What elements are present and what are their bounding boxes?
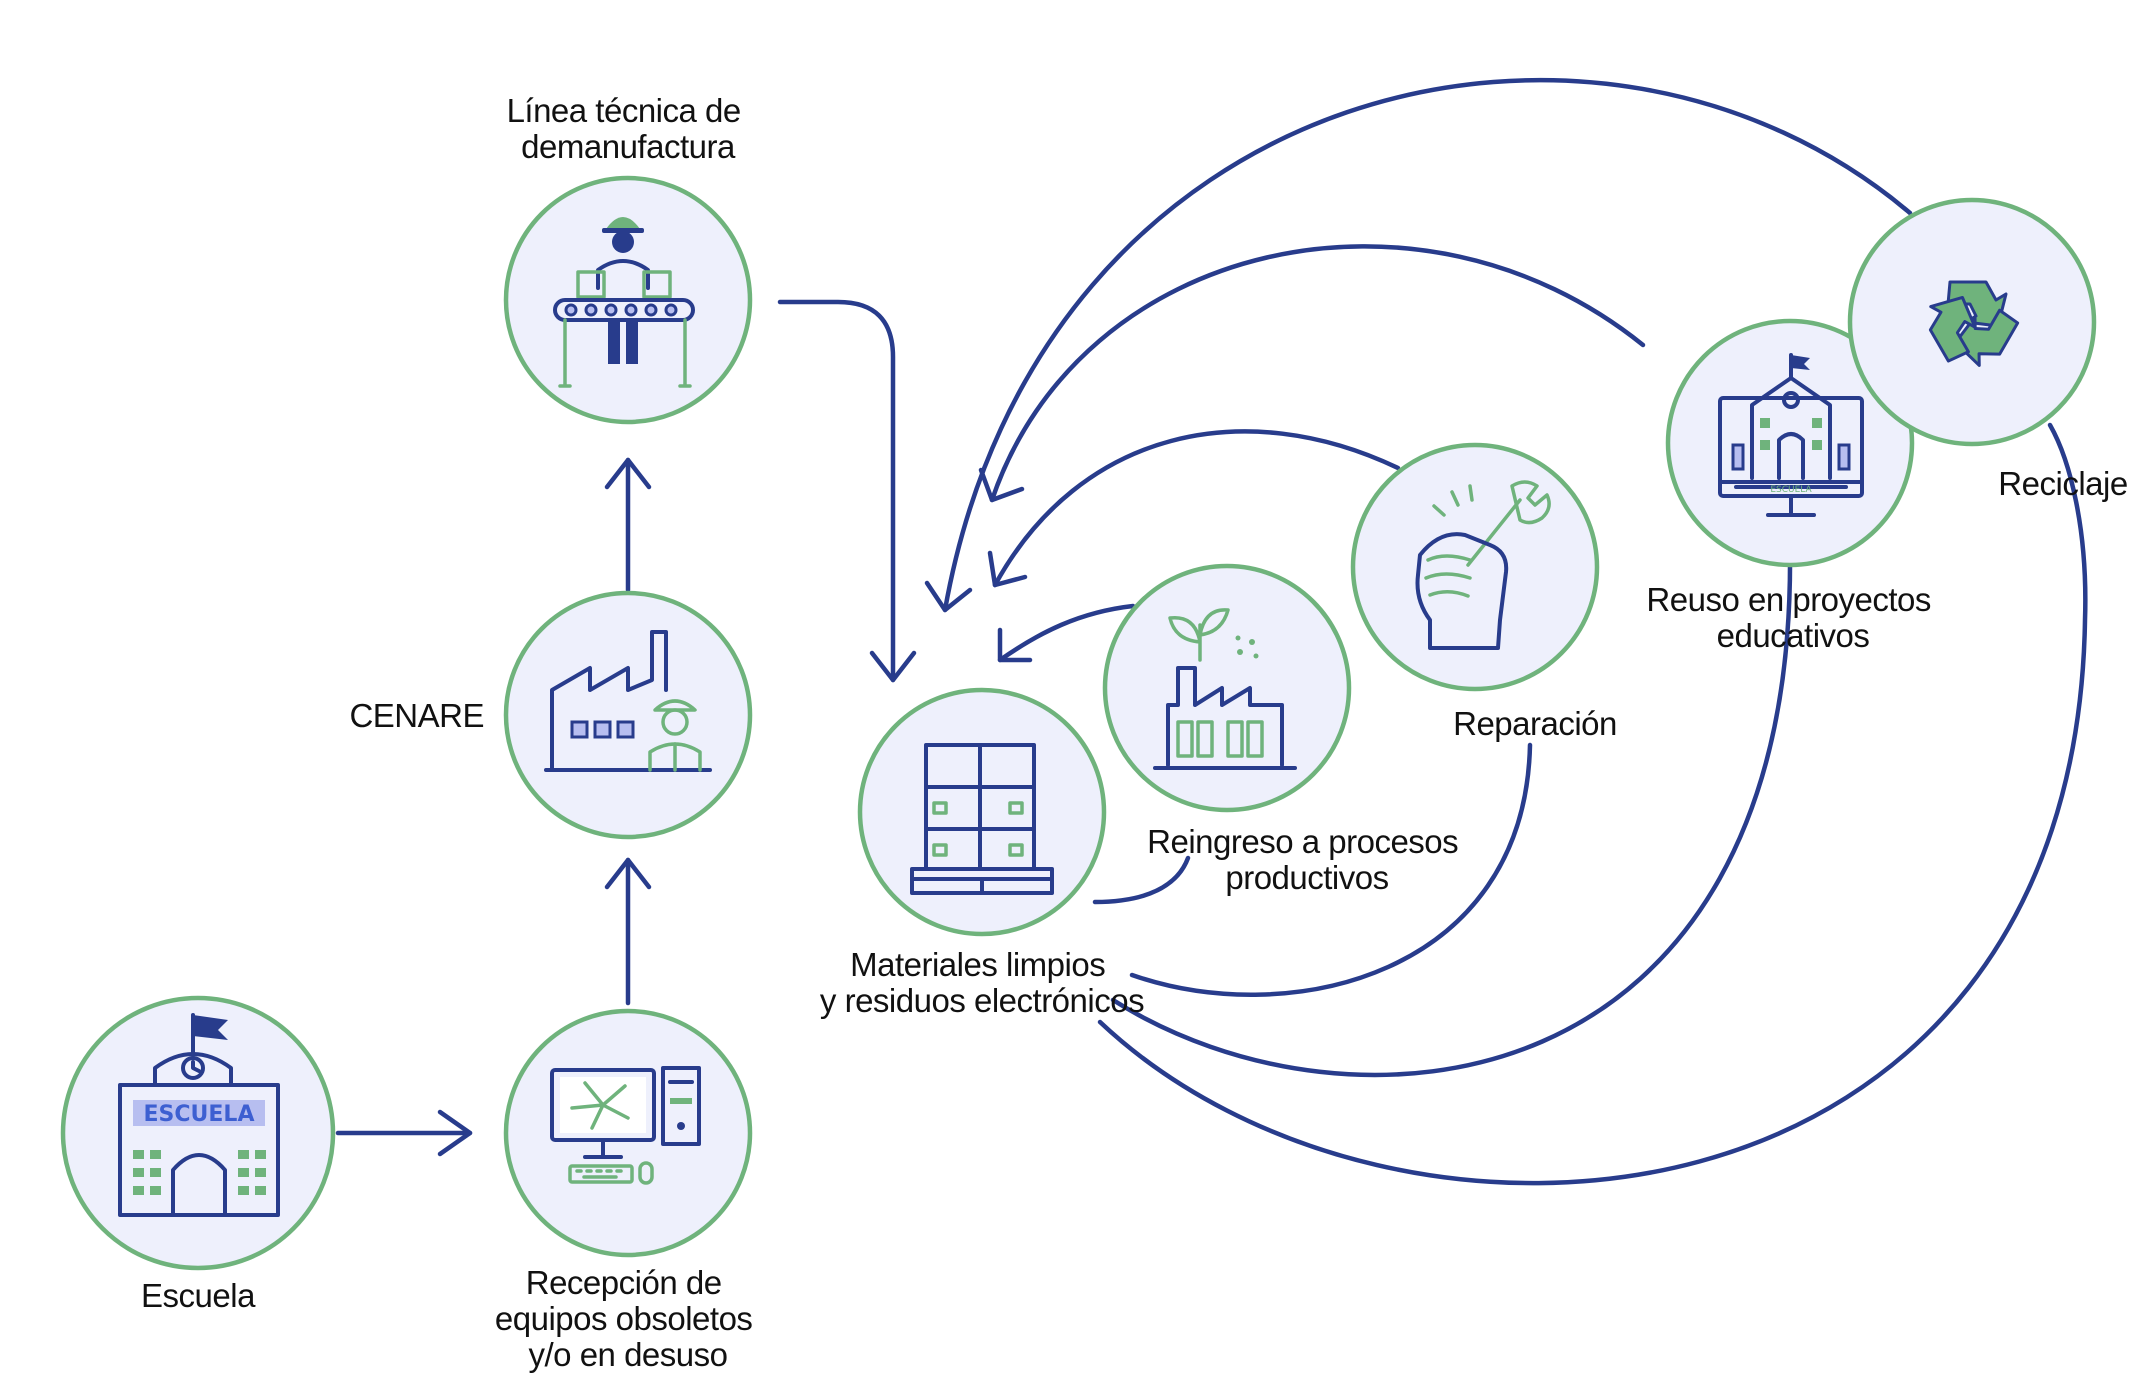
reingreso-circle [1102,563,1352,813]
node-reparacion: Reparación [1350,442,1617,742]
return-reingreso [997,603,1136,663]
hand-wrench-icon [1415,480,1551,650]
return-reciclaje [942,78,1913,613]
arrowhead-reingreso [997,627,1033,663]
arrowhead-cenare-to-linea [604,457,652,490]
node-materiales: Materiales limpios y residuos electrónic… [820,687,1145,1019]
loop-reparacion [1129,742,1533,997]
node-linea: Línea técnica de demanufactura [503,92,753,425]
arrowhead-reuso [978,467,1025,503]
return-reuso [989,244,1646,503]
node-recepcion: Recepción de equipos obsoletos y/o en de… [495,1008,761,1373]
arrowhead-escuela-to-recepcion [437,1109,473,1157]
loop-reuso [1110,549,1793,1078]
arrowhead-recepcion-to-cenare [604,857,652,890]
recepcion-label: Recepción de equipos obsoletos y/o en de… [495,1264,761,1373]
return-reparacion [992,429,1401,588]
cenare-circle [503,590,753,840]
reuso-circle [1665,318,1915,568]
arrowhead-linea-to-materiales [869,650,917,683]
recycle-icon [1918,280,2021,373]
reuso-label: Reuso en proyectos educativos [1646,581,1939,654]
reuso-sign-text: ESCUELA [1770,485,1812,495]
loop-reciclaje [1097,422,2088,1186]
node-reuso: ESCUELA Reuso en proyectos educativos [1646,318,1939,654]
arrowhead-reparacion [987,550,1028,588]
arrowhead-reciclaje [924,580,973,613]
arrow-linea-to-materiales [777,299,896,683]
cenare-label: CENARE [349,697,484,734]
escuela-label: Escuela [141,1277,256,1314]
materiales-label: Materiales limpios y residuos electrónic… [820,946,1144,1019]
loop-reingreso [1092,855,1191,905]
node-cenare: CENARE [349,590,753,840]
flow-arrows [335,78,2088,1186]
node-reingreso: Reingreso a procesos productivos [1102,563,1467,896]
escuela-sign-text: ESCUELA [144,1102,255,1127]
escuela-circle [60,995,336,1271]
broken-computer-icon [550,1066,701,1185]
pallet-boxes-icon [910,743,1054,895]
school-building-icon: ESCUELA [118,1013,280,1217]
linea-label: Línea técnica de demanufactura [507,92,750,165]
node-reciclaje: Reciclaje [1847,197,2128,502]
green-factory-icon [1153,608,1297,770]
conveyor-worker-icon [553,217,695,388]
reciclaje-label: Reciclaje [1998,465,2127,502]
reparacion-circle [1350,442,1600,692]
factory-worker-icon [544,630,712,772]
school-monitor-icon: ESCUELA [1718,353,1864,517]
node-escuela: ESCUELA Escuela [60,995,336,1314]
reparacion-label: Reparación [1453,705,1617,742]
reingreso-label: Reingreso a procesos productivos [1147,823,1467,896]
